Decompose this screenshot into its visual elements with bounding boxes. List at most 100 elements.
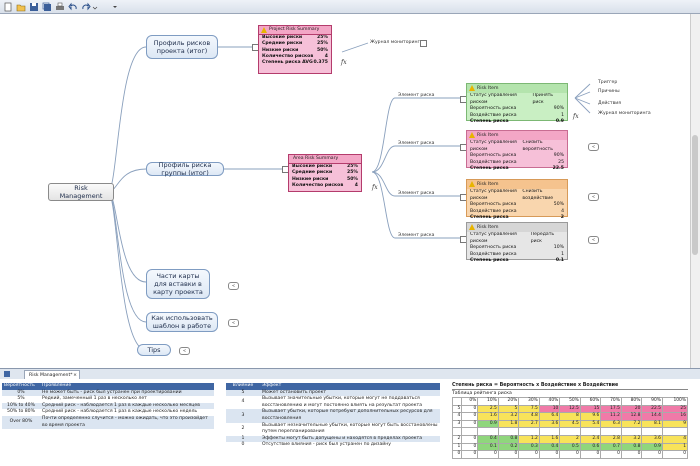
matrix-row-header: 4 <box>451 412 463 421</box>
scrollbar-thumb[interactable] <box>692 135 698 255</box>
matrix-cell: 0 <box>461 412 479 421</box>
undo-icon[interactable] <box>68 2 78 12</box>
save-icon[interactable] <box>29 2 39 12</box>
close-icon[interactable]: × <box>73 373 77 378</box>
matrix-cell: 0 <box>497 450 520 459</box>
expand-button[interactable]: < <box>179 347 190 355</box>
matrix-cell <box>600 427 622 436</box>
matrix-col-header: 50% <box>559 397 581 406</box>
matrix-cell <box>641 427 663 436</box>
matrix-cell: 11.2 <box>600 412 622 421</box>
mindmap-canvas[interactable]: Risk Management Профиль рисков проекта (… <box>0 14 690 368</box>
actions-label[interactable]: Действия <box>598 101 622 106</box>
matrix-cell: 9 <box>661 419 689 429</box>
formula-icon[interactable]: fx <box>341 59 347 66</box>
matrix-cell: 0 <box>461 419 479 429</box>
topic-map-parts[interactable]: Части карты для вставки в карту проекта <box>146 269 210 299</box>
causes-label[interactable]: Причины <box>598 89 620 94</box>
matrix-cell: 0 <box>620 450 643 459</box>
root-topic[interactable]: Risk Management <box>48 183 114 201</box>
map-icon <box>4 371 10 377</box>
matrix-col-header: 40% <box>538 397 561 406</box>
matrix-col-header: 10% <box>477 397 499 406</box>
matrix-cell: 0 <box>461 404 479 414</box>
matrix-cell: 6.3 <box>600 419 622 429</box>
tab-risk-management[interactable]: Risk Management* × <box>24 370 80 379</box>
formula-icon[interactable]: fx <box>372 184 378 191</box>
matrix-col-header: 90% <box>641 397 663 406</box>
matrix-cell: 0.8 <box>497 434 520 444</box>
matrix-col-header: 100% <box>661 397 689 406</box>
trigger-label[interactable]: Триггер <box>598 80 618 85</box>
matrix-cell: 20 <box>620 404 643 414</box>
matrix-row-header: 0 <box>451 450 463 459</box>
matrix-col-header: 20% <box>497 397 520 406</box>
matrix-cell: 15 <box>579 404 602 414</box>
matrix-cell: 0.4 <box>477 434 499 444</box>
matrix-cell: 1.6 <box>538 434 561 444</box>
expand-button[interactable]: < <box>588 236 599 244</box>
matrix-cell: 2.5 <box>477 404 499 414</box>
matrix-cell: 2 <box>559 434 581 444</box>
matrix-cell: 5.4 <box>579 419 602 429</box>
risk-element-label[interactable]: Элемент риска <box>398 233 435 238</box>
matrix-cell: 9.6 <box>579 412 602 421</box>
matrix-row-header: 1 <box>451 442 463 452</box>
redo-dropdown-icon[interactable] <box>92 2 98 12</box>
matrix-row-header: 2 <box>451 434 463 444</box>
matrix-cell: 0.7 <box>600 442 622 452</box>
matrix-cell <box>477 427 499 436</box>
matrix-cell: 12.8 <box>620 412 643 421</box>
expand-button[interactable]: < <box>228 282 239 290</box>
matrix-cell: 12.5 <box>559 404 581 414</box>
formula-icon[interactable]: fx <box>573 113 579 120</box>
notes-icon[interactable] <box>420 40 427 47</box>
matrix-cell: 0.1 <box>477 442 499 452</box>
topic-project-profile[interactable]: Профиль рисков проекта (итог) <box>146 35 218 59</box>
monitoring-journal-label[interactable]: Журнал мониторинга <box>598 111 651 116</box>
topic-how-to[interactable]: Как использовать шаблон в работе <box>146 312 218 332</box>
matrix-cell: 22.5 <box>641 404 663 414</box>
risk-element-label[interactable]: Элемент риска <box>398 141 435 146</box>
print-icon[interactable] <box>55 2 65 12</box>
matrix-cell: 0 <box>477 450 499 459</box>
risk-element-label[interactable]: Элемент риска <box>398 93 435 98</box>
matrix-cell: 7.2 <box>620 419 643 429</box>
matrix-cell: 1.6 <box>477 412 499 421</box>
expand-button[interactable]: < <box>588 143 599 151</box>
matrix-cell <box>620 427 643 436</box>
matrix-cell <box>579 427 602 436</box>
matrix-cell <box>461 427 479 436</box>
customize-icon[interactable] <box>110 2 120 12</box>
open-folder-icon[interactable] <box>16 2 26 12</box>
topic-group-profile[interactable]: Профиль риска группы (итог) <box>146 161 224 177</box>
matrix-cell <box>559 427 581 436</box>
new-file-icon[interactable] <box>3 2 13 12</box>
risk-element-label[interactable]: Элемент риска <box>398 191 435 196</box>
expand-button[interactable]: < <box>588 193 599 201</box>
matrix-cell: 0.8 <box>620 442 643 452</box>
matrix-cell <box>518 427 540 436</box>
redo-icon[interactable] <box>81 2 91 12</box>
document-tab-bar <box>0 368 700 379</box>
matrix-cell: 8 <box>559 412 581 421</box>
monitoring-journal-label[interactable]: Журнал мониторинга <box>370 40 423 45</box>
topic-tips[interactable]: Tips <box>137 344 171 356</box>
matrix-cell: 0 <box>600 450 622 459</box>
matrix-subtitle: Таблица рейтинга риска <box>452 391 512 396</box>
save-all-icon[interactable] <box>42 2 52 12</box>
matrix-col-header: 60% <box>579 397 602 406</box>
matrix-cell: 14.4 <box>641 412 663 421</box>
matrix-cell: 3.6 <box>538 419 561 429</box>
matrix-col-header: 80% <box>620 397 643 406</box>
expand-button[interactable]: < <box>228 319 239 327</box>
matrix-cell: 6.4 <box>538 412 561 421</box>
